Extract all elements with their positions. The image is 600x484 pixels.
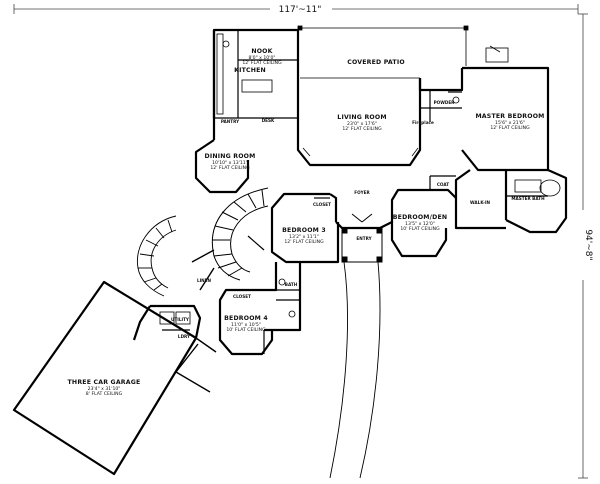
bedroom4-size: 11'0" x 10'5" bbox=[231, 322, 261, 328]
interior-curved-stair bbox=[212, 187, 269, 281]
nook-ceiling: 12' FLAT CEILING bbox=[242, 60, 282, 66]
dining-room-ceiling: 12' FLAT CEILING bbox=[210, 165, 250, 171]
interior-walls bbox=[162, 30, 548, 354]
bedroom4-name: BEDROOM 4 bbox=[224, 315, 268, 322]
foyer-label: FOYER bbox=[354, 190, 370, 195]
living-room-size: 23'0" x 17'6" bbox=[347, 121, 377, 127]
master-bath-label: MASTER BATH bbox=[511, 196, 545, 201]
pantry-label: PANTRY bbox=[221, 119, 240, 124]
dining-room-size: 10'10" x 13'11" bbox=[212, 160, 248, 166]
entry-label: ENTRY bbox=[356, 236, 372, 241]
room-living: LIVING ROOM 23'0" x 17'6" 12' FLAT CEILI… bbox=[337, 114, 386, 132]
room-dining: DINING ROOM 10'10" x 13'11" 12' FLAT CEI… bbox=[205, 153, 256, 171]
walk-in-label: WALK-IN bbox=[470, 200, 491, 205]
room-bedroom4: BEDROOM 4 11'0" x 10'5" 10' FLAT CEILING bbox=[224, 315, 268, 333]
exterior-walls bbox=[12, 28, 568, 476]
bedroom-den-size: 13'5" x 12'0" bbox=[405, 221, 435, 227]
bath-label: BATH bbox=[285, 282, 298, 287]
bedroom3-name: BEDROOM 3 bbox=[282, 227, 326, 234]
covered-patio-outline bbox=[297, 25, 469, 79]
exterior-curved-stair bbox=[136, 215, 177, 297]
overall-width-label: 117'~11" bbox=[279, 5, 322, 15]
overall-depth-label: 94'~8" bbox=[583, 229, 593, 260]
entry-porch bbox=[341, 213, 383, 263]
room-nook: NOOK 8'0" x 10'0" 12' FLAT CEILING bbox=[242, 48, 282, 66]
bedroom4-ceiling: 10' FLAT CEILING bbox=[226, 327, 266, 333]
kitchen-name: KITCHEN bbox=[234, 67, 266, 74]
garage-ceiling: 8' FLAT CEILING bbox=[86, 391, 123, 397]
room-bedroom-den: BEDROOM/DEN 13'5" x 12'0" 10' FLAT CEILI… bbox=[393, 214, 448, 232]
bedroom3-size: 13'2" x 11'1" bbox=[289, 234, 319, 240]
linen-label: LINEN bbox=[197, 278, 212, 283]
powder-label: POWDER bbox=[434, 100, 456, 105]
garage-size: 23'4" x 31'10" bbox=[88, 386, 121, 392]
covered-patio-name: COVERED PATIO bbox=[347, 59, 405, 66]
dining-room-name: DINING ROOM bbox=[205, 153, 256, 160]
width-dimension bbox=[13, 4, 579, 14]
ldry-label: LDRY bbox=[178, 334, 191, 339]
utility-label: UTILITY bbox=[171, 317, 190, 322]
depth-dimension bbox=[578, 13, 588, 479]
master-bedroom-name: MASTER BEDROOM bbox=[475, 113, 544, 120]
nook-size: 8'0" x 10'0" bbox=[248, 55, 275, 61]
closet-label-bedroom4: CLOSET bbox=[233, 294, 251, 299]
master-bedroom-size: 15'6" x 21'6" bbox=[495, 120, 525, 126]
bedroom3-ceiling: 12' FLAT CEILING bbox=[284, 239, 324, 245]
master-bedroom-ceiling: 12' FLAT CEILING bbox=[490, 125, 530, 131]
fixtures bbox=[159, 33, 561, 325]
room-bedroom3: BEDROOM 3 13'2" x 11'1" 12' FLAT CEILING bbox=[282, 227, 326, 245]
garage-name: THREE CAR GARAGE bbox=[68, 379, 141, 386]
fireplace-label: Fireplace bbox=[412, 120, 434, 125]
room-garage: THREE CAR GARAGE 23'4" x 31'10" 8' FLAT … bbox=[68, 379, 141, 397]
bedroom-den-name: BEDROOM/DEN bbox=[393, 214, 448, 221]
living-room-name: LIVING ROOM bbox=[337, 114, 386, 121]
room-master-bedroom: MASTER BEDROOM 15'6" x 21'6" 12' FLAT CE… bbox=[475, 113, 544, 131]
bedroom-den-ceiling: 10' FLAT CEILING bbox=[400, 226, 440, 232]
closet-label-bedroom3: CLOSET bbox=[313, 202, 331, 207]
desk-label: DESK bbox=[262, 118, 275, 123]
coat-label: COAT bbox=[437, 182, 449, 187]
nook-name: NOOK bbox=[251, 48, 272, 55]
living-room-ceiling: 12' FLAT CEILING bbox=[342, 126, 382, 132]
connector-walls bbox=[175, 249, 217, 393]
walkway bbox=[329, 261, 381, 479]
